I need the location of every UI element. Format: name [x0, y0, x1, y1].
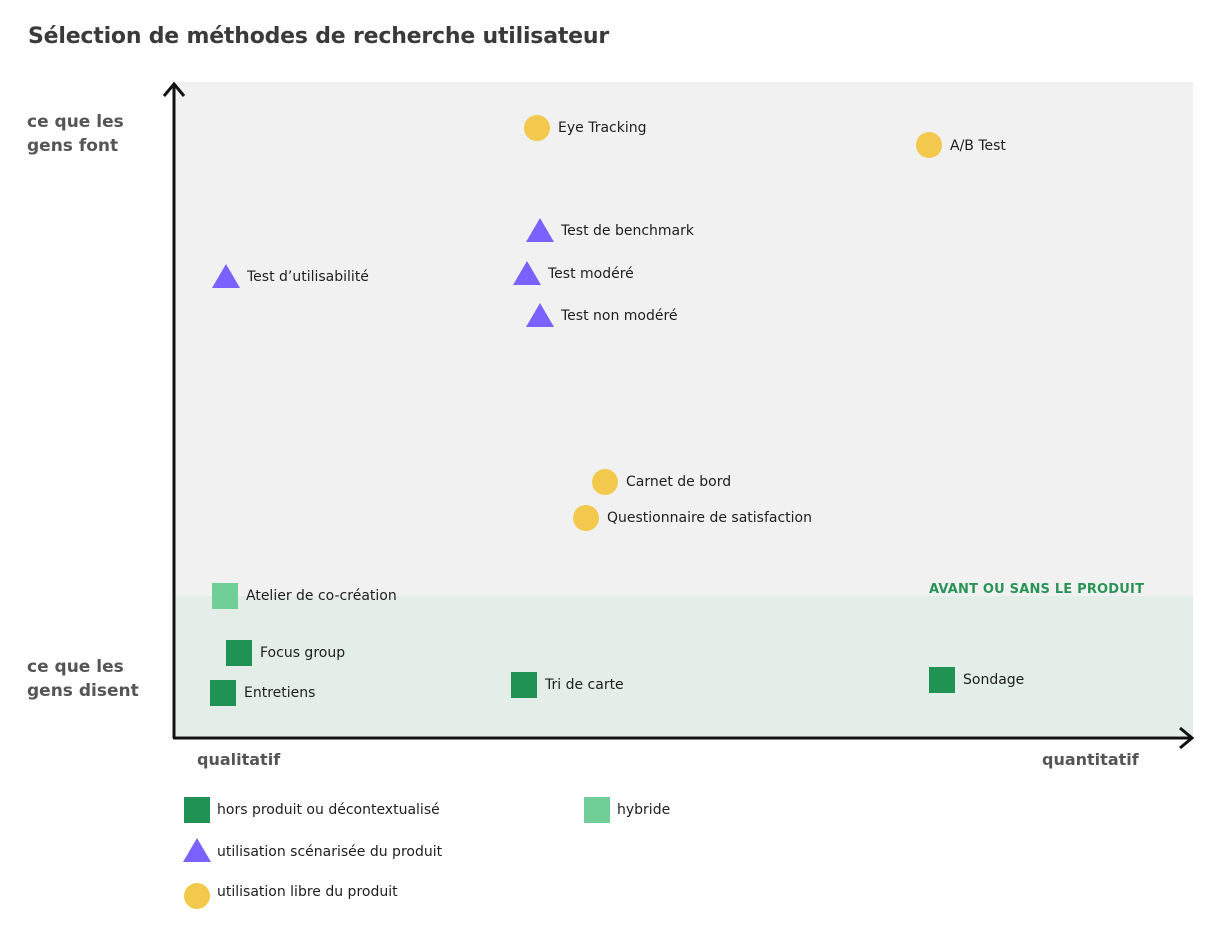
chart-title: Sélection de méthodes de recherche utili… [28, 24, 609, 49]
test-modere-marker [513, 261, 541, 285]
legend-scenarisee-label: utilisation scénarisée du produit [217, 844, 443, 860]
entretiens-label: Entretiens [244, 685, 316, 701]
without-product-band [174, 596, 1193, 736]
test-utilisabilite-label: Test d’utilisabilité [247, 269, 369, 285]
legend-libre-swatch [184, 883, 210, 909]
atelier-label: Atelier de co-création [246, 588, 397, 604]
legend-hybride-swatch [584, 797, 610, 823]
test-non-modere-label: Test non modéré [561, 308, 678, 324]
x-axis-arrow [1179, 726, 1195, 750]
focus-group-marker [226, 640, 252, 666]
test-benchmark-marker [526, 218, 554, 242]
tri-de-carte-marker [511, 672, 537, 698]
carnet-de-bord-marker [592, 469, 618, 495]
test-benchmark-label: Test de benchmark [561, 223, 694, 239]
band-label: AVANT OU SANS LE PRODUIT [929, 582, 1145, 597]
y-axis-bottom-label: ce que les gens disent [27, 657, 139, 701]
ab-test-label: A/B Test [950, 138, 1006, 154]
y-axis-arrow [162, 81, 186, 97]
sondage-marker [929, 667, 955, 693]
tri-de-carte-label: Tri de carte [545, 677, 624, 693]
legend-libre-label: utilisation libre du produit [217, 884, 398, 900]
x-axis-left-label: qualitatif [197, 750, 281, 769]
legend-hors-produit-label: hors produit ou décontextualisé [217, 802, 440, 818]
legend-scenarisee-swatch [183, 838, 211, 862]
test-non-modere-marker [526, 303, 554, 327]
atelier-marker [212, 583, 238, 609]
eye-tracking-label: Eye Tracking [558, 120, 647, 136]
legend-hybride-label: hybride [617, 802, 671, 818]
sondage-label: Sondage [963, 672, 1025, 688]
questionnaire-label: Questionnaire de satisfaction [607, 510, 812, 526]
legend-hors-produit-swatch [184, 797, 210, 823]
y-axis-top-label: ce que les gens font [27, 112, 124, 156]
eye-tracking-marker [524, 115, 550, 141]
entretiens-marker [210, 680, 236, 706]
test-utilisabilite-marker [212, 264, 240, 288]
plot-background [174, 82, 1193, 596]
focus-group-label: Focus group [260, 645, 346, 661]
ab-test-marker [916, 132, 942, 158]
questionnaire-marker [573, 505, 599, 531]
carnet-de-bord-label: Carnet de bord [626, 474, 732, 490]
x-axis-right-label: quantitatif [1042, 750, 1139, 769]
test-modere-label: Test modéré [548, 266, 634, 282]
